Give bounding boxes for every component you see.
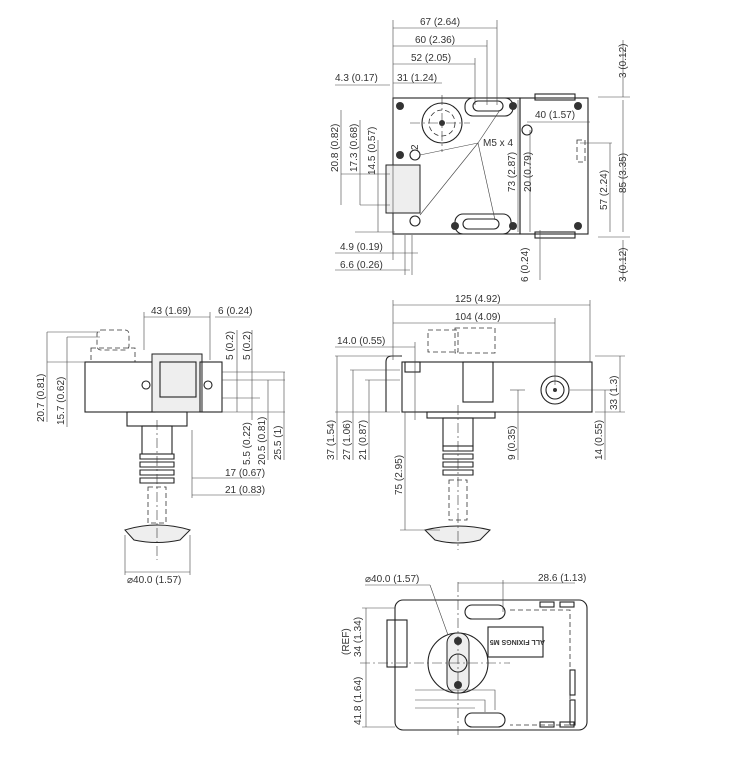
- dim-dia40: ⌀40.0 (1.57): [127, 575, 181, 586]
- bottom-view: ALL FIXINGS M5 ⌀40.0 (1.57) 28.6 (1.13) …: [341, 573, 588, 735]
- dim-5-b: 5 (0.2): [242, 331, 253, 360]
- dim-60: 60 (2.36): [415, 35, 455, 46]
- side-body: [84, 361, 156, 413]
- dim-33: 33 (1.3): [609, 376, 620, 410]
- dim-dia40: ⌀40.0 (1.57): [365, 574, 419, 585]
- dim-4-3: 4.3 (0.17): [335, 73, 378, 84]
- dim-5-a: 5 (0.2): [225, 331, 236, 360]
- dim-40: 40 (1.57): [535, 110, 575, 121]
- dim-28-6: 28.6 (1.13): [538, 573, 586, 584]
- dim-14-5: 14.5 (0.57): [367, 127, 378, 175]
- front-body: [401, 361, 593, 413]
- dim-31: 31 (1.24): [397, 73, 437, 84]
- dim-20: 20 (0.79): [523, 152, 534, 192]
- dim-67: 67 (2.64): [420, 17, 460, 28]
- dim-6: 6 (0.24): [218, 306, 252, 317]
- dim-3-bottom: 3 (0.12): [618, 248, 629, 282]
- m5-callout: M5 x 4: [483, 138, 513, 149]
- dim-34: 34 (1.34): [353, 617, 364, 657]
- dim-41-8: 41.8 (1.64): [353, 677, 364, 725]
- dim-20-7: 20.7 (0.81): [36, 374, 47, 422]
- dim-3-top: 3 (0.12): [618, 44, 629, 78]
- dim-14: 14 (0.55): [594, 420, 605, 460]
- dim-75: 75 (2.95): [394, 455, 405, 495]
- ref-2: 2: [410, 144, 421, 150]
- dim-6-6: 6.6 (0.26): [340, 260, 383, 271]
- dim-25-5: 25.5 (1): [273, 426, 284, 460]
- dim-37: 37 (1.54): [326, 420, 337, 460]
- dim-20-5: 20.5 (0.81): [257, 417, 268, 465]
- top-plate: [519, 97, 589, 235]
- dim-20-8: 20.8 (0.82): [330, 124, 341, 172]
- dim-85: 85 (3.35): [618, 153, 629, 193]
- dim-4-9: 4.9 (0.19): [340, 242, 383, 253]
- dim-52: 52 (2.05): [411, 53, 451, 64]
- dim-43: 43 (1.69): [151, 306, 191, 317]
- dim-104: 104 (4.09): [455, 312, 501, 323]
- top-view: 67 (2.64) 60 (2.36) 52 (2.05) 31 (1.24) …: [330, 17, 630, 282]
- dim-21: 21 (0.83): [225, 485, 265, 496]
- dim-27: 27 (1.06): [342, 420, 353, 460]
- ref-label: (REF): [341, 628, 352, 655]
- dim-5-5: 5.5 (0.22): [242, 422, 253, 465]
- dim-57: 57 (2.24): [599, 170, 610, 210]
- dim-17: 17 (0.67): [225, 468, 265, 479]
- dim-9: 9 (0.35): [507, 426, 518, 460]
- side-view: 43 (1.69) 6 (0.24) 20.7 (0.81) 15.7 (0.6…: [36, 306, 285, 586]
- actuator-slot: [385, 164, 421, 214]
- dim-21: 21 (0.87): [358, 420, 369, 460]
- front-view: 125 (4.92) 104 (4.09) 14.0 (0.55) 37 (1.…: [326, 294, 625, 550]
- dim-17-3: 17.3 (0.68): [349, 124, 360, 172]
- dim-73: 73 (2.87): [507, 152, 518, 192]
- fixings-label: ALL FIXINGS M5: [490, 638, 545, 645]
- dim-125: 125 (4.92): [455, 294, 501, 305]
- dim-6: 6 (0.24): [520, 248, 531, 282]
- dim-14-0: 14.0 (0.55): [337, 336, 385, 347]
- bottom-body: [394, 599, 588, 731]
- dim-15-7: 15.7 (0.62): [56, 377, 67, 425]
